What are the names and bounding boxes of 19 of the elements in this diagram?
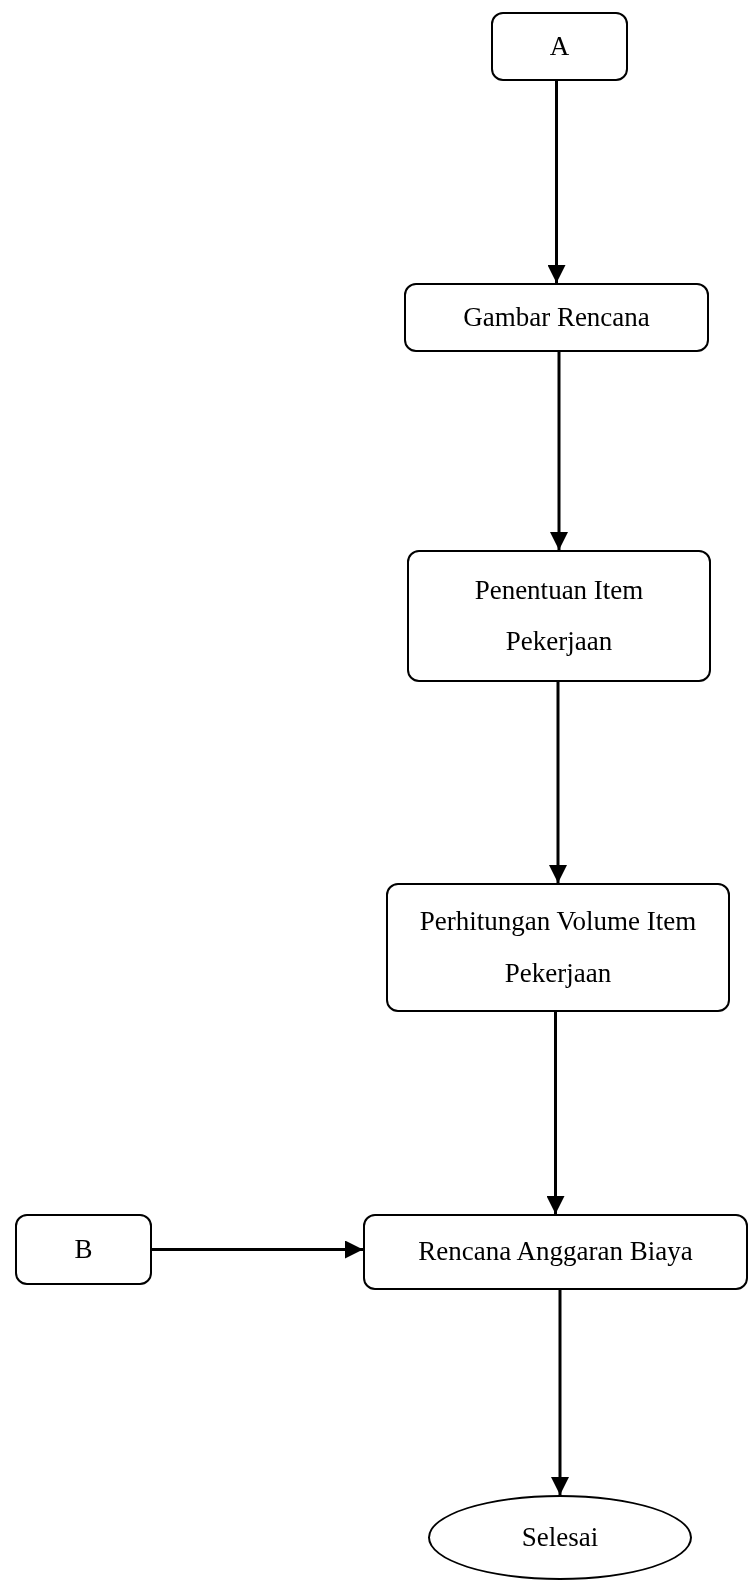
- node-label: Rencana Anggaran Biaya: [418, 1235, 693, 1269]
- node-label: Perhitungan Volume Item Pekerjaan: [418, 905, 698, 990]
- process-box: [363, 1214, 748, 1290]
- process-box: [386, 883, 730, 1012]
- process-box: [491, 12, 628, 81]
- arrow: [550, 352, 568, 550]
- arrow: [152, 1240, 363, 1259]
- arrow: [547, 81, 566, 283]
- node-label: Selesai: [521, 1520, 599, 1554]
- arrow: [546, 1012, 565, 1214]
- node-label: Penentuan Item Pekerjaan: [473, 573, 645, 658]
- arrow: [549, 682, 567, 883]
- arrow: [551, 1290, 569, 1495]
- process-box: [404, 283, 709, 352]
- process-box: [15, 1214, 152, 1285]
- node-label: A: [549, 29, 570, 63]
- node-label: Gambar Rencana: [463, 300, 650, 334]
- node-label: B: [74, 1232, 93, 1266]
- process-box: [407, 550, 711, 682]
